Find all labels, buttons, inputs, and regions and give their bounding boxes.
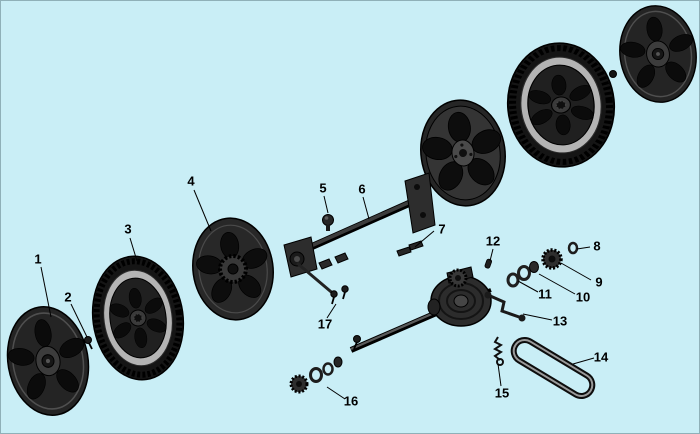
part-label-4: 4: [187, 173, 195, 189]
part-16-gear-washers: [289, 356, 343, 394]
part-4-dust-cover: [184, 210, 282, 328]
part-label-10: 10: [575, 289, 591, 305]
part-15-spring: [493, 336, 504, 366]
part-label-9: 9: [595, 274, 603, 290]
part-1-wheel-cover: [1, 299, 99, 423]
part-label-7: 7: [438, 221, 446, 237]
part-label-6: 6: [358, 181, 366, 197]
part-label-17: 17: [317, 316, 333, 332]
part-12-pin: [484, 258, 493, 269]
part-2-bolt: [84, 336, 93, 350]
part-label-15: 15: [494, 385, 510, 401]
part-label-2: 2: [64, 289, 72, 305]
part-label-8: 8: [593, 238, 601, 254]
part-13-shift-rod: [484, 291, 526, 322]
part-label-5: 5: [319, 180, 327, 196]
part-label-13: 13: [552, 313, 568, 329]
part-label-12: 12: [485, 233, 501, 249]
axle-bolt: [353, 335, 361, 350]
part-6-adjuster-bar: [283, 172, 436, 298]
rear-tire-wheel: [502, 38, 621, 172]
part-label-16: 16: [343, 393, 359, 409]
part-9-gear: [541, 248, 563, 270]
part-label-11: 11: [538, 286, 552, 302]
transmission-housing: [427, 266, 492, 327]
leader-lines: [40, 189, 595, 400]
part-label-1: 1: [34, 251, 42, 267]
part-3-tire-wheel: [85, 250, 191, 385]
part-11-washer: [506, 272, 520, 288]
part-10-washers: [517, 261, 539, 281]
part-14-drive-belt: [510, 337, 596, 399]
part-8-ring: [567, 241, 579, 255]
rear-wheel-cover: [612, 1, 699, 108]
rear-wheel-bolt: [609, 70, 617, 78]
part-label-3: 3: [124, 221, 132, 237]
part-label-14: 14: [593, 349, 609, 365]
part-5-knob: [322, 214, 334, 231]
part-17-bolts: [330, 285, 349, 305]
